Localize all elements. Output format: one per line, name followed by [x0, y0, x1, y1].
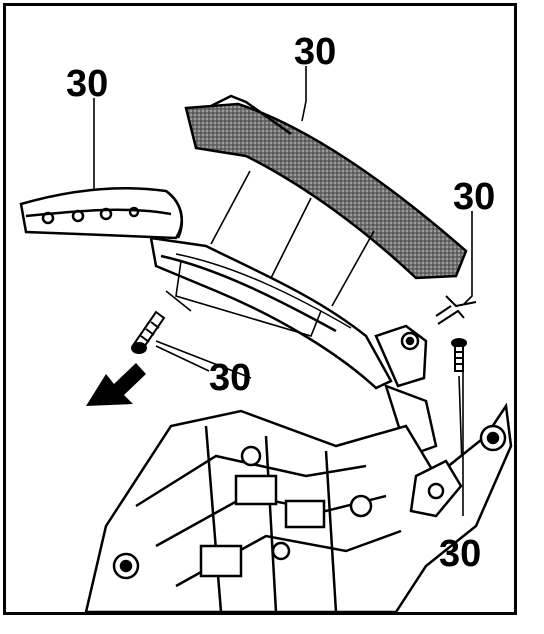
diagram-frame: 30 30 30 30 30	[3, 3, 517, 615]
left-bracket	[19, 187, 183, 240]
callouts: 30 30 30 30 30	[66, 31, 495, 575]
leader-lines	[93, 66, 473, 516]
seal-strip	[184, 94, 468, 280]
right-screw	[451, 338, 467, 372]
callout-label: 30	[439, 533, 481, 575]
right-clip	[435, 295, 477, 325]
callout-label: 30	[209, 357, 251, 399]
left-screw	[131, 310, 166, 354]
direction-arrow	[86, 363, 146, 406]
callout-label: 30	[294, 31, 336, 73]
callout-label: 30	[453, 176, 495, 218]
exploded-view-illustration: 30 30 30 30 30	[19, 31, 513, 612]
pedal-housing	[84, 402, 513, 612]
callout-label: 30	[66, 63, 108, 105]
trim-rail	[149, 236, 393, 390]
pivot-bracket	[374, 324, 438, 458]
